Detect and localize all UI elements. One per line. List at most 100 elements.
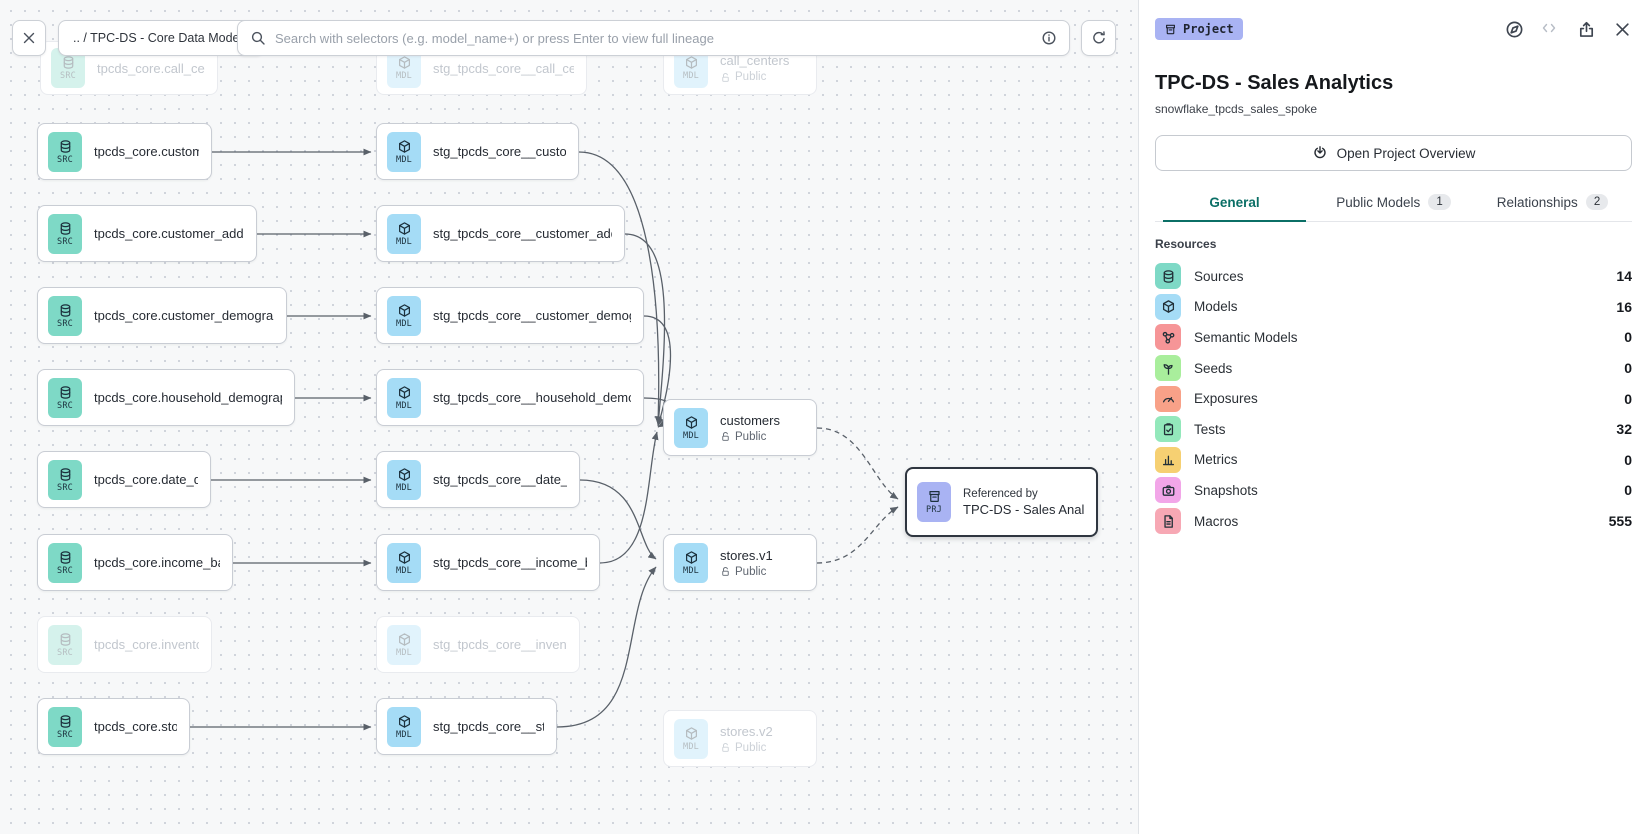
node-access-label: Public: [720, 71, 789, 83]
project-icon: [1164, 23, 1177, 36]
tab-general-label: General: [1209, 194, 1260, 210]
tab-public-models-count: 1: [1428, 194, 1451, 210]
node-label: tpcds_core.household_demographics: [94, 390, 282, 405]
gauge-icon: [1155, 385, 1181, 412]
node-label: tpcds_core.store: [94, 719, 177, 734]
breadcrumb[interactable]: .. / TPC-DS - Core Data Models: [58, 20, 264, 56]
bar-chart-icon: [1155, 446, 1181, 473]
resource-row-seeds[interactable]: Seeds 0: [1155, 353, 1632, 384]
node-label: stg_tpcds_core__customer_demogra…: [433, 308, 631, 323]
src-badge-icon: SRC: [48, 377, 82, 418]
graph-node-mdl-stg-customer-demogra[interactable]: MDLstg_tpcds_core__customer_demogra…: [376, 287, 644, 344]
database-icon: [1155, 263, 1181, 290]
node-label: tpcds_core.customer_address: [94, 226, 244, 241]
graph-node-src-customer-address[interactable]: SRC tpcds_core.customer_address: [37, 205, 257, 262]
lock-open-icon: [720, 431, 731, 442]
cube-icon: [1155, 293, 1181, 320]
node-label: tpcds_core.call_center: [97, 60, 205, 76]
tab-relationships-count: 2: [1585, 194, 1609, 210]
resource-row-semantic-models[interactable]: Semantic Models 0: [1155, 322, 1632, 353]
project-type-badge: Project: [1155, 18, 1243, 40]
node-label: tpcds_core.income_band: [94, 555, 220, 570]
lineage-edge: [816, 506, 899, 564]
node-access-label: Public: [720, 431, 780, 443]
node-label: tpcds_core.customer_demographics: [94, 308, 274, 323]
resources-header: Resources: [1155, 237, 1217, 251]
info-icon[interactable]: [1041, 30, 1057, 46]
mdl-badge-icon: MDL: [387, 624, 421, 665]
share-icon[interactable]: [1577, 20, 1596, 39]
graph-node-src-customer-demographics[interactable]: SRC tpcds_core.customer_demographics: [37, 287, 287, 344]
search-input[interactable]: [275, 30, 1032, 46]
mdl-badge-icon: MDL: [387, 542, 421, 583]
search-icon: [250, 30, 266, 46]
refresh-icon: [1091, 30, 1107, 46]
tab-relationships[interactable]: Relationships 2: [1473, 194, 1632, 221]
node-label: TPC-DS - Sales Analytics: [963, 501, 1084, 517]
node-label: stg_tpcds_core__customer_address: [433, 226, 612, 241]
node-label: call_centers: [720, 53, 790, 68]
node-label: stg_tpcds_core__store: [433, 719, 544, 734]
src-badge-icon: SRC: [48, 213, 82, 254]
resource-row-tests[interactable]: Tests 32: [1155, 414, 1632, 445]
tab-general[interactable]: General: [1155, 194, 1314, 222]
lineage-canvas[interactable]: SRCtpcds_core.call_centerMDLstg_tpcds_co…: [0, 0, 1138, 834]
node-label: tpcds_core.inventory: [94, 637, 199, 652]
breadcrumb-label: .. / TPC-DS - Core Data Models: [73, 31, 249, 45]
semantic-graph-icon: [1155, 324, 1181, 351]
lineage-edge: [816, 427, 899, 500]
graph-node-src-store[interactable]: SRC tpcds_core.store: [37, 698, 190, 755]
graph-node-src-inventory[interactable]: SRC tpcds_core.inventory: [37, 616, 212, 673]
src-badge-icon: SRC: [48, 706, 82, 747]
refresh-button[interactable]: [1081, 20, 1116, 56]
resource-row-snapshots[interactable]: Snapshots 0: [1155, 475, 1632, 506]
node-pre-label: Referenced by: [963, 487, 1038, 500]
project-subtitle: snowflake_tpcds_sales_spoke: [1155, 102, 1318, 116]
resource-row-models[interactable]: Models 16: [1155, 292, 1632, 323]
graph-node-mdl-stg-household-demogr[interactable]: MDLstg_tpcds_core__household_demogr…: [376, 369, 644, 426]
resource-row-exposures[interactable]: Exposures 0: [1155, 383, 1632, 414]
mdl-badge-icon: MDL: [387, 459, 421, 500]
mdl-badge-icon: MDL: [674, 718, 708, 759]
graph-node-mdl-stg-customer-address[interactable]: MDL stg_tpcds_core__customer_address: [376, 205, 625, 262]
graph-node-src-household-demographics[interactable]: SRC tpcds_core.household_demographics: [37, 369, 295, 426]
mdl-badge-icon: MDL: [387, 131, 421, 172]
node-label: customers: [720, 412, 780, 428]
mdl-badge-icon: MDL: [387, 213, 421, 254]
lineage-edge: [578, 151, 662, 425]
resource-row-metrics[interactable]: Metrics 0: [1155, 445, 1632, 476]
src-badge-icon: SRC: [48, 624, 82, 665]
clipboard-check-icon: [1155, 416, 1181, 443]
overview-button-label: Open Project Overview: [1336, 145, 1476, 161]
resource-row-macros[interactable]: Macros 555: [1155, 506, 1632, 537]
open-project-overview-button[interactable]: Open Project Overview: [1155, 135, 1632, 171]
resource-row-sources[interactable]: Sources 14: [1155, 261, 1632, 292]
node-label: tpcds_core.date_dim: [94, 472, 198, 487]
camera-icon: [1155, 477, 1181, 504]
src-badge-icon: SRC: [48, 295, 82, 336]
close-lineage-button[interactable]: [12, 20, 46, 56]
tab-public-models[interactable]: Public Models 1: [1314, 194, 1473, 221]
close-panel-icon[interactable]: [1613, 20, 1632, 39]
code-icon[interactable]: [1541, 20, 1560, 39]
lock-open-icon: [720, 72, 731, 83]
panel-tabs: General Public Models 1 Relationships 2: [1155, 194, 1632, 222]
mdl-badge-icon: MDL: [674, 407, 708, 448]
lineage-edge: [643, 315, 672, 427]
seedling-icon: [1155, 355, 1181, 382]
lineage-compass-icon[interactable]: [1505, 20, 1524, 39]
mdl-badge-icon: MDL: [387, 377, 421, 418]
lineage-edge: [556, 566, 657, 728]
